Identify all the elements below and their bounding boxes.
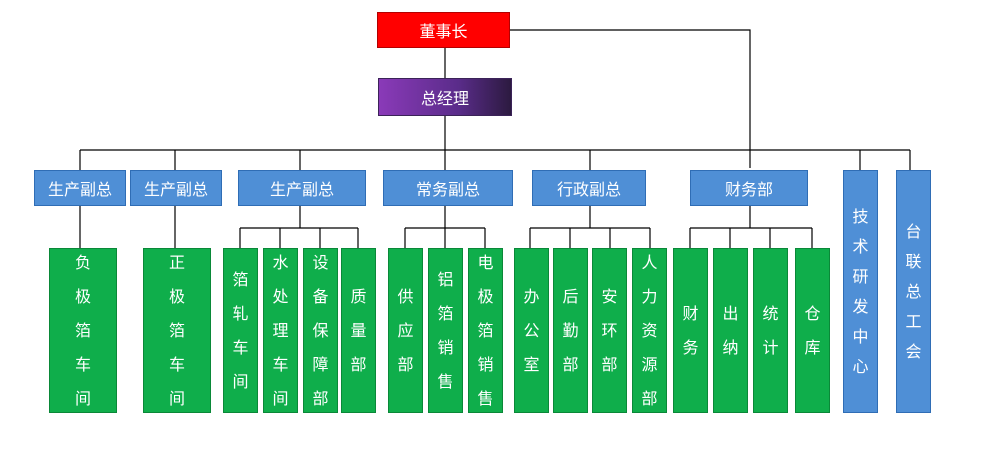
dept-box: 正极箔车间 bbox=[143, 248, 211, 413]
vp-production-1: 生产副总 bbox=[34, 170, 126, 206]
dept-label: 办公室 bbox=[523, 286, 540, 374]
dept-box: 质量部 bbox=[341, 248, 376, 413]
vp-label: 生产副总 bbox=[143, 180, 208, 199]
dept-box: 财务 bbox=[673, 248, 708, 413]
vp-label: 生产副总 bbox=[47, 180, 112, 199]
dept-label: 正极箔车间 bbox=[168, 252, 185, 408]
vp-label: 财务部 bbox=[724, 180, 773, 199]
vp-administration: 行政副总 bbox=[532, 170, 646, 206]
general-manager-node: 总经理 bbox=[378, 78, 512, 116]
dept-label: 仓库 bbox=[804, 303, 821, 357]
dept-box: 统计 bbox=[753, 248, 788, 413]
general-manager-label: 总经理 bbox=[420, 89, 469, 108]
dept-box: 铝箔销售 bbox=[428, 248, 463, 413]
dept-box: 设备保障部 bbox=[303, 248, 338, 413]
vp-label: 常务副总 bbox=[415, 180, 480, 199]
vp-label: 生产副总 bbox=[269, 180, 334, 199]
dept-box: 出纳 bbox=[713, 248, 748, 413]
dept-label: 财务 bbox=[682, 303, 699, 357]
vp-production-2: 生产副总 bbox=[130, 170, 222, 206]
vp-executive: 常务副总 bbox=[383, 170, 513, 206]
dept-box: 安环部 bbox=[592, 248, 627, 413]
dept-label: 水处理车间 bbox=[272, 252, 289, 408]
dept-label: 供应部 bbox=[397, 286, 414, 374]
chairman-label: 董事长 bbox=[419, 22, 468, 41]
dept-label: 设备保障部 bbox=[312, 252, 329, 408]
finance-department: 财务部 bbox=[690, 170, 808, 206]
dept-label: 质量部 bbox=[350, 286, 367, 374]
dept-box: 负极箔车间 bbox=[49, 248, 117, 413]
dept-label: 箔轧车间 bbox=[232, 269, 249, 391]
chairman-node: 董事长 bbox=[377, 12, 510, 48]
dept-label: 统计 bbox=[762, 303, 779, 357]
dept-label: 人力资源部 bbox=[641, 252, 658, 408]
union-label: 台联总工会 bbox=[905, 221, 922, 361]
dept-label: 后勤部 bbox=[562, 286, 579, 374]
dept-label: 安环部 bbox=[601, 286, 618, 374]
dept-box: 供应部 bbox=[388, 248, 423, 413]
dept-box: 办公室 bbox=[514, 248, 549, 413]
dept-label: 负极箔车间 bbox=[74, 252, 91, 408]
dept-box: 人力资源部 bbox=[632, 248, 667, 413]
dept-box: 箔轧车间 bbox=[223, 248, 258, 413]
dept-box: 水处理车间 bbox=[263, 248, 298, 413]
tech-rd-center: 技术研发中心 bbox=[843, 170, 878, 413]
tech-rd-center-label: 技术研发中心 bbox=[852, 206, 869, 376]
dept-label: 铝箔销售 bbox=[437, 269, 454, 391]
vp-production-3: 生产副总 bbox=[238, 170, 366, 206]
vp-label: 行政副总 bbox=[556, 180, 621, 199]
dept-box: 后勤部 bbox=[553, 248, 588, 413]
dept-label: 电极箔销售 bbox=[477, 252, 494, 408]
dept-label: 出纳 bbox=[722, 303, 739, 357]
dept-box: 仓库 bbox=[795, 248, 830, 413]
dept-box: 电极箔销售 bbox=[468, 248, 503, 413]
union-node: 台联总工会 bbox=[896, 170, 931, 413]
